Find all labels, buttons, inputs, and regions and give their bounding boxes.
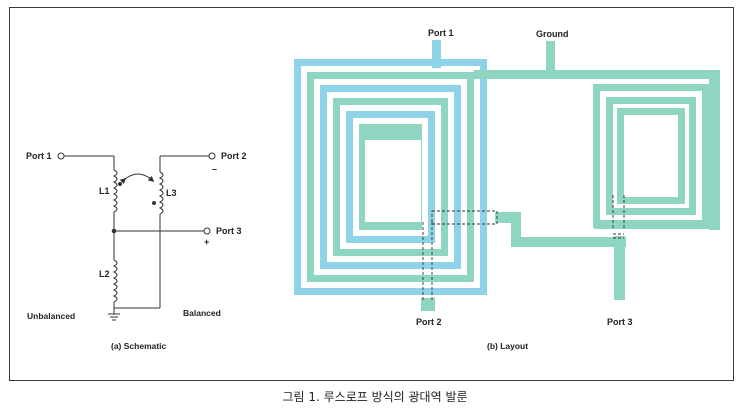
layout-port2-label: Port 2	[416, 317, 442, 327]
coupling-arrow	[119, 173, 155, 185]
port1-label: Port 1	[26, 151, 52, 161]
balanced-label: Balanced	[183, 308, 221, 318]
l2-coil	[112, 259, 118, 303]
schematic-labels: Port 1 Port 2 Port 3 L1 L2 L3 – + Unbala…	[26, 151, 247, 351]
port2-terminal	[208, 152, 216, 160]
unbalanced-label: Unbalanced	[27, 311, 75, 321]
layout-labels: Port 1 Ground Port 2 Port 3 (b) Layout	[416, 28, 633, 351]
schematic-diagram	[57, 152, 216, 321]
port2-label: Port 2	[221, 151, 247, 161]
ground-bar	[474, 70, 720, 79]
port2-feed	[421, 298, 435, 311]
left-spiral	[294, 59, 487, 295]
layout-diagram	[294, 40, 720, 311]
port3-feed	[614, 236, 625, 300]
figure-frame	[9, 7, 734, 381]
port1-terminal	[57, 152, 65, 160]
port2-polarity: –	[212, 164, 217, 174]
l1-coil	[112, 169, 118, 213]
layout-port3-label: Port 3	[607, 317, 633, 327]
layout-caption: (b) Layout	[487, 341, 528, 351]
connector-bar	[511, 237, 626, 247]
layout-port1-label: Port 1	[428, 28, 454, 38]
ground-stub	[546, 41, 555, 74]
schematic-caption: (a) Schematic	[111, 341, 167, 351]
crossover-stub	[495, 212, 520, 223]
l1-label: L1	[99, 186, 110, 196]
underpass-lines	[422, 195, 625, 300]
l2-label: L2	[99, 269, 110, 279]
l3-label: L3	[166, 188, 177, 198]
ground-label: Ground	[536, 29, 569, 39]
port3-label: Port 3	[216, 226, 242, 236]
port3-polarity: +	[204, 237, 209, 247]
l3-coil	[158, 171, 164, 215]
right-spiral	[593, 70, 720, 230]
figure-caption: 그림 1. 루스로프 방식의 광대역 발룬	[282, 390, 468, 404]
port1-feed	[432, 40, 441, 68]
port3-terminal	[203, 227, 211, 235]
ground-symbol	[108, 313, 120, 321]
